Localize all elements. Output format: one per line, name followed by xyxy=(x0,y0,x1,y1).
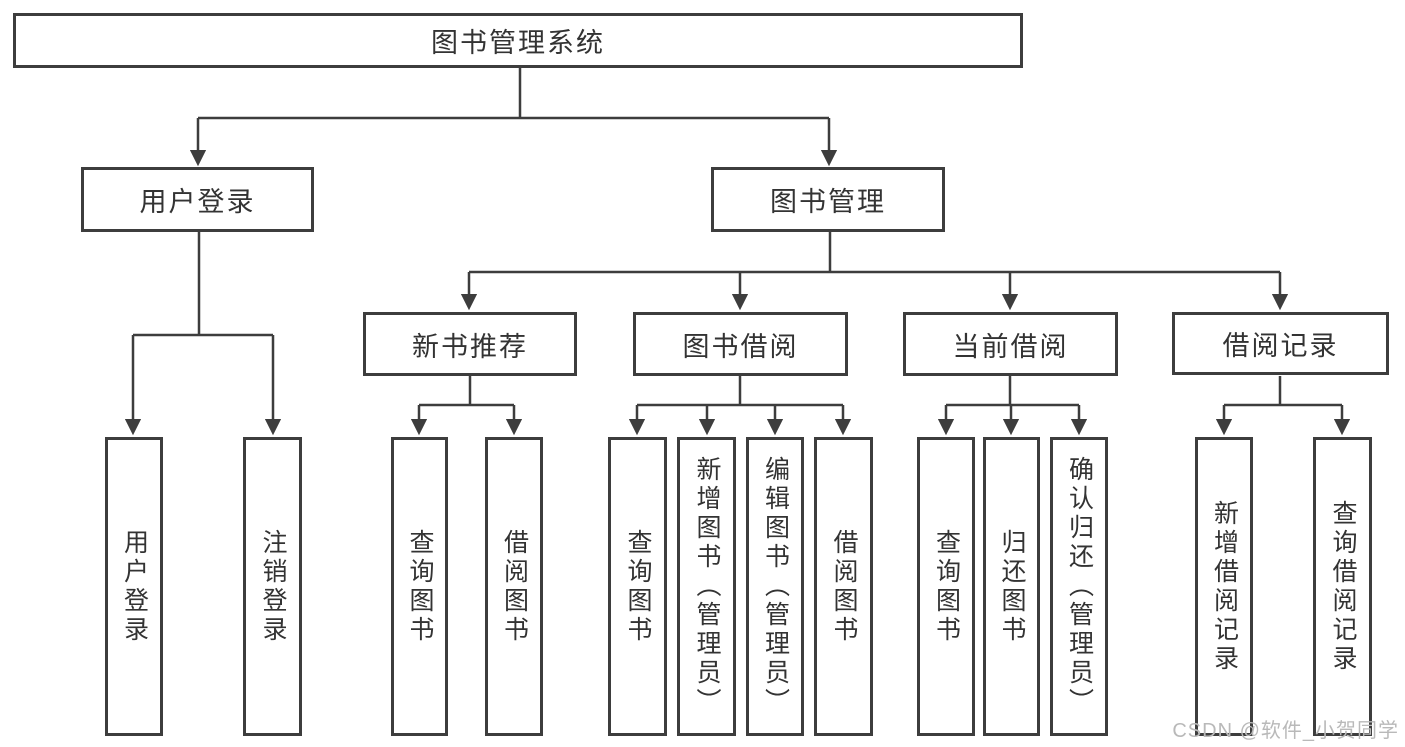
node-user-login-label: 用户登录 xyxy=(139,187,256,217)
leaf-rec-borrow-books: 借阅图书 xyxy=(485,437,543,736)
leaf-current-query-books-label: 查询图书 xyxy=(932,528,961,645)
leaf-borrow-edit-books-admin: 编辑图书（管理员） xyxy=(746,437,804,736)
leaf-record-add: 新增借阅记录 xyxy=(1195,437,1253,736)
node-book-management: 图书管理 xyxy=(711,167,945,232)
leaf-current-return-books-label: 归还图书 xyxy=(998,528,1026,645)
leaf-borrow-borrow-books: 借阅图书 xyxy=(814,437,873,736)
node-book-management-label: 图书管理 xyxy=(770,187,886,217)
node-root-label: 图书管理系统 xyxy=(431,28,605,58)
leaf-rec-query-books: 查询图书 xyxy=(391,437,448,736)
leaf-record-query: 查询借阅记录 xyxy=(1313,437,1372,736)
leaf-current-confirm-return-admin-label: 确认归还（管理员） xyxy=(1065,456,1094,717)
leaf-logout-label: 注销登录 xyxy=(259,528,287,645)
csdn-watermark: CSDN @软件_小贺同学 xyxy=(1172,720,1399,742)
leaf-borrow-edit-books-admin-label: 编辑图书（管理员） xyxy=(761,456,790,717)
node-user-login: 用户登录 xyxy=(81,167,314,232)
node-root: 图书管理系统 xyxy=(13,13,1023,68)
leaf-record-add-label: 新增借阅记录 xyxy=(1210,499,1239,674)
leaf-user-login: 用户登录 xyxy=(105,437,163,736)
node-borrowing-records: 借阅记录 xyxy=(1172,312,1389,375)
node-new-book-recommendation: 新书推荐 xyxy=(363,312,577,376)
leaf-record-query-label: 查询借阅记录 xyxy=(1329,499,1357,674)
leaf-borrow-query-books-label: 查询图书 xyxy=(624,528,652,645)
leaf-rec-query-books-label: 查询图书 xyxy=(406,528,434,645)
node-current-borrowing-label: 当前借阅 xyxy=(952,331,1069,362)
node-borrowing-records-label: 借阅记录 xyxy=(1222,331,1339,361)
node-book-borrowing: 图书借阅 xyxy=(633,312,848,376)
leaf-borrow-add-books-admin-label: 新增图书（管理员） xyxy=(693,456,721,717)
leaf-borrow-borrow-books-label: 借阅图书 xyxy=(830,528,858,645)
leaf-borrow-query-books: 查询图书 xyxy=(608,437,667,736)
leaf-borrow-add-books-admin: 新增图书（管理员） xyxy=(677,437,736,736)
leaf-rec-borrow-books-label: 借阅图书 xyxy=(500,528,529,645)
node-book-borrowing-label: 图书借阅 xyxy=(682,331,799,362)
leaf-logout: 注销登录 xyxy=(243,437,302,736)
leaf-user-login-label: 用户登录 xyxy=(120,528,149,645)
leaf-current-return-books: 归还图书 xyxy=(983,437,1040,736)
leaf-current-query-books: 查询图书 xyxy=(917,437,975,736)
node-new-book-recommendation-label: 新书推荐 xyxy=(412,331,528,362)
node-current-borrowing: 当前借阅 xyxy=(903,312,1118,376)
leaf-current-confirm-return-admin: 确认归还（管理员） xyxy=(1050,437,1108,736)
